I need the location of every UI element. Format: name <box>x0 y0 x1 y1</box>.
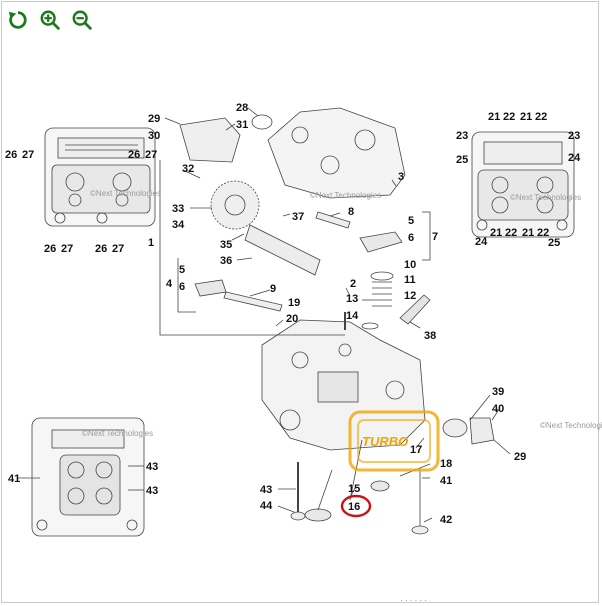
label-26-b[interactable]: 26 <box>128 149 140 161</box>
spark-plug <box>399 294 431 325</box>
label-1[interactable]: 1 <box>148 237 154 249</box>
label-21-c[interactable]: 21 <box>490 227 502 239</box>
label-39[interactable]: 39 <box>492 386 504 398</box>
label-17[interactable]: 17 <box>410 444 422 456</box>
label-20[interactable]: 20 <box>286 313 298 325</box>
label-43-c[interactable]: 43 <box>146 485 158 497</box>
label-27-c[interactable]: 27 <box>61 243 73 255</box>
label-13[interactable]: 13 <box>346 293 358 305</box>
label-21-d[interactable]: 21 <box>522 227 534 239</box>
zoom-in-button[interactable] <box>38 8 62 32</box>
label-28[interactable]: 28 <box>236 102 248 114</box>
label-43-a[interactable]: 43 <box>260 484 272 496</box>
part-labels: 29 30 28 31 32 33 34 35 36 37 1 8 3 5 6 … <box>5 102 581 526</box>
head-top-view-right <box>471 131 575 238</box>
head-top-view-left <box>44 127 156 227</box>
label-22-d[interactable]: 22 <box>537 227 549 239</box>
label-12[interactable]: 12 <box>404 290 416 302</box>
label-23-a[interactable]: 23 <box>456 130 468 142</box>
head-bottom-view <box>31 417 145 537</box>
zoom-in-icon <box>40 10 61 31</box>
cam-carrier <box>267 107 406 199</box>
label-27-d[interactable]: 27 <box>112 243 124 255</box>
label-21-b[interactable]: 21 <box>520 111 532 123</box>
label-41-a[interactable]: 41 <box>440 475 452 487</box>
label-44[interactable]: 44 <box>260 500 273 512</box>
label-10[interactable]: 10 <box>404 259 416 271</box>
label-42[interactable]: 42 <box>440 514 452 526</box>
label-26-a[interactable]: 26 <box>5 149 17 161</box>
label-36[interactable]: 36 <box>220 255 232 267</box>
zoom-out-button[interactable] <box>70 8 94 32</box>
label-33[interactable]: 33 <box>172 203 184 215</box>
label-41-b[interactable]: 41 <box>8 473 20 485</box>
watermark-3: ©Next Technologies <box>510 193 581 202</box>
label-2[interactable]: 2 <box>350 278 356 290</box>
label-18[interactable]: 18 <box>440 458 452 470</box>
label-27-a[interactable]: 27 <box>22 149 34 161</box>
label-6-a[interactable]: 6 <box>408 232 414 244</box>
label-40[interactable]: 40 <box>492 403 504 415</box>
label-7[interactable]: 7 <box>432 231 438 243</box>
highlight-circle <box>340 494 372 518</box>
label-22-c[interactable]: 22 <box>505 227 517 239</box>
label-9[interactable]: 9 <box>270 283 276 295</box>
label-15[interactable]: 15 <box>348 483 360 495</box>
label-4[interactable]: 4 <box>166 278 173 290</box>
label-25-a[interactable]: 25 <box>456 154 468 166</box>
label-22-a[interactable]: 22 <box>503 111 515 123</box>
label-25-b[interactable]: 25 <box>548 237 560 249</box>
label-6-b[interactable]: 6 <box>179 281 185 293</box>
watermark-2: ©Next Technologies <box>310 191 381 200</box>
label-26-d[interactable]: 26 <box>95 243 107 255</box>
label-5-b[interactable]: 5 <box>179 264 185 276</box>
label-43-b[interactable]: 43 <box>146 461 158 473</box>
footer-text: · · · · · · <box>400 596 428 605</box>
turbo-logo: TURBO <box>348 410 440 472</box>
watermark-5: ©Next Technologies <box>540 421 602 430</box>
label-38[interactable]: 38 <box>424 330 436 342</box>
label-27-b[interactable]: 27 <box>145 149 157 161</box>
label-31[interactable]: 31 <box>236 119 248 131</box>
thermostat-housing <box>179 117 241 163</box>
label-32[interactable]: 32 <box>182 163 194 175</box>
label-26-c[interactable]: 26 <box>44 243 56 255</box>
zoom-out-icon <box>72 10 93 31</box>
viewer-toolbar <box>6 8 94 32</box>
reset-button[interactable] <box>6 8 30 32</box>
label-29-b[interactable]: 29 <box>514 451 526 463</box>
label-21-a[interactable]: 21 <box>488 111 500 123</box>
label-24-b[interactable]: 24 <box>475 236 488 248</box>
label-30[interactable]: 30 <box>148 130 160 142</box>
label-35[interactable]: 35 <box>220 239 232 251</box>
camshaft <box>244 224 321 276</box>
label-3[interactable]: 3 <box>398 171 404 183</box>
label-16[interactable]: 16 <box>348 501 360 513</box>
watermark-1: ©Next Technologies <box>90 189 161 198</box>
valve-spring <box>361 271 394 330</box>
label-22-b[interactable]: 22 <box>535 111 547 123</box>
watermark-4: ©Next Technologies <box>82 429 153 438</box>
cylinder-head <box>261 319 426 451</box>
cam-gear <box>210 180 260 230</box>
label-34[interactable]: 34 <box>172 219 185 231</box>
label-37[interactable]: 37 <box>292 211 304 223</box>
label-5-a[interactable]: 5 <box>408 215 414 227</box>
label-14[interactable]: 14 <box>346 310 359 322</box>
label-24-a[interactable]: 24 <box>568 152 581 164</box>
reset-icon <box>8 11 27 29</box>
svg-text:TURBO: TURBO <box>362 434 408 449</box>
label-8[interactable]: 8 <box>348 206 354 218</box>
label-23-b[interactable]: 23 <box>568 130 580 142</box>
label-29-a[interactable]: 29 <box>148 113 160 125</box>
label-11[interactable]: 11 <box>404 274 416 286</box>
label-19[interactable]: 19 <box>288 297 300 309</box>
